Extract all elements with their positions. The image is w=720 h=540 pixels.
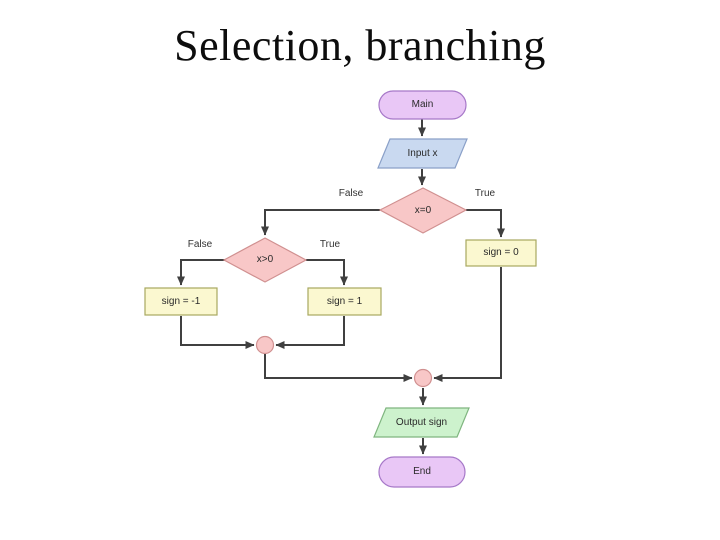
connector1-circle-shape xyxy=(255,335,275,355)
output-node-label: Output sign xyxy=(395,416,448,428)
decision2-node-label: x>0 xyxy=(256,254,274,265)
input-parallelogram-shape xyxy=(377,138,468,169)
decision1-true-label: True xyxy=(474,188,496,199)
decision1-node-label: x=0 xyxy=(414,204,432,216)
edge-signpos-connector1 xyxy=(275,316,345,349)
sign-neg-node-label: sign = -1 xyxy=(161,295,201,307)
edge-decision2-true xyxy=(306,259,348,286)
sign-neg-process-shape xyxy=(144,287,218,316)
sign-zero-process-shape xyxy=(465,239,537,267)
flow-lines xyxy=(177,119,505,455)
end-terminator-shape xyxy=(378,456,466,488)
edge-signneg-connector1 xyxy=(180,316,255,349)
sign-zero-node-label: sign = 0 xyxy=(483,247,519,258)
end-node-label: End xyxy=(413,466,431,477)
decision2-true-label: True xyxy=(319,239,341,250)
edge-decision1-true xyxy=(466,209,505,238)
page-title: Selection, branching xyxy=(174,21,546,70)
decision2-false-label: False xyxy=(187,239,213,250)
sign-pos-node-label: sign = 1 xyxy=(326,295,363,307)
input-node-label: Input x xyxy=(407,147,438,159)
output-parallelogram-shape xyxy=(373,407,470,438)
decision1-false-label: False xyxy=(338,188,364,199)
edge-connector1-connector2 xyxy=(264,354,413,382)
decision2-diamond-shape xyxy=(222,237,308,283)
decision1-diamond-shape xyxy=(378,187,468,234)
main-node-label: Main xyxy=(411,99,434,110)
edge-decision2-false xyxy=(177,259,225,286)
edge-signzero-connector2 xyxy=(433,267,502,382)
edge-decision1-false xyxy=(261,209,380,236)
sign-pos-process-shape xyxy=(307,287,382,316)
main-terminator-shape xyxy=(378,90,467,120)
connector2-circle-shape xyxy=(413,368,433,388)
flow-shapes xyxy=(144,90,537,488)
